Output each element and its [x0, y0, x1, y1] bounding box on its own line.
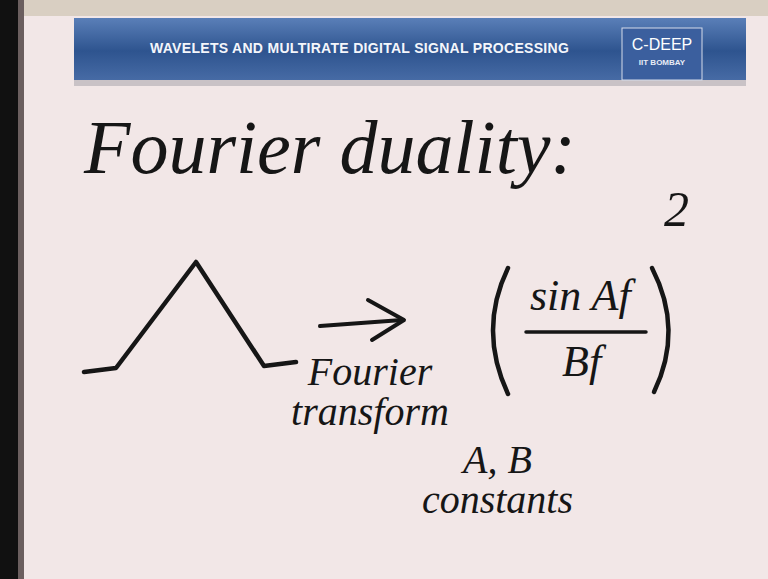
exponent-text: 2: [664, 180, 689, 238]
arrow-label: Fourier transform: [270, 352, 470, 432]
numerator-text: sin Af: [530, 270, 631, 321]
denominator-text: Bf: [562, 336, 601, 387]
handwritten-title: Fourier duality:: [84, 104, 576, 191]
logo-text: C-DEEP: [622, 36, 702, 54]
note-text: A, B constants: [405, 440, 590, 520]
header-banner-text: WAVELETS AND MULTIRATE DIGITAL SIGNAL PR…: [150, 40, 569, 56]
logo-subtext: IIT BOMBAY: [622, 58, 702, 67]
